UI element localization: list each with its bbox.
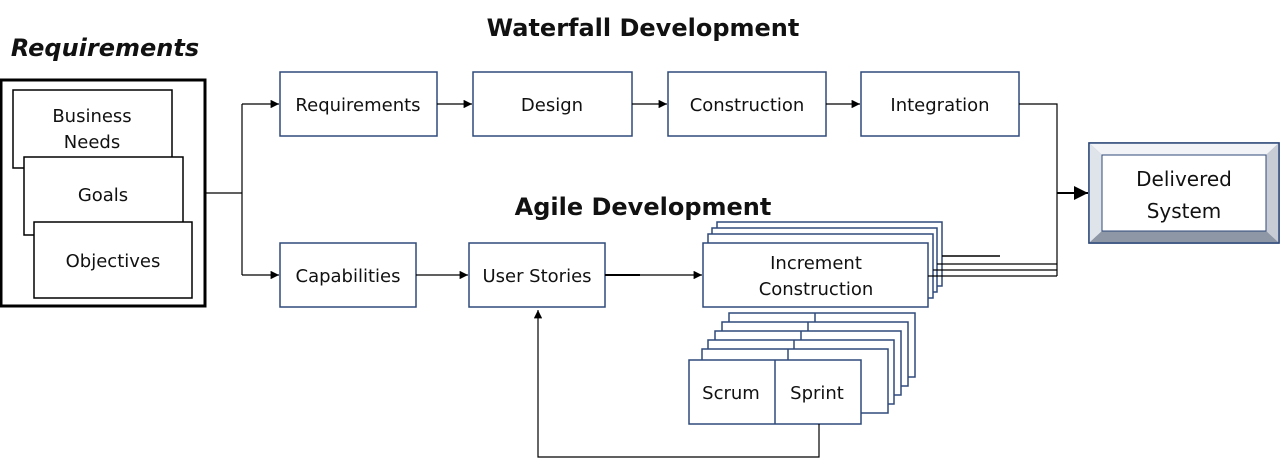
wf-requirements-label: Requirements: [295, 95, 420, 116]
split-connector: [205, 104, 243, 275]
business-needs-card: [12, 89, 173, 169]
wf-design-label: Design: [521, 95, 583, 116]
sprint-label: Sprint: [790, 383, 844, 404]
requirements-heading: Requirements: [11, 34, 199, 62]
user-stories-label: User Stories: [482, 266, 591, 287]
wf-construction-box: [667, 71, 827, 137]
business-needs-label-line1: Business: [52, 106, 131, 127]
wf-integration-box: [860, 71, 1020, 137]
delivered-label-line2: System: [1147, 199, 1222, 223]
business-needs-label-line2: Needs: [64, 132, 120, 153]
delivered-label-line1: Delivered: [1136, 167, 1232, 191]
capabilities-label: Capabilities: [296, 266, 401, 287]
increment-to-delivered-lines: [928, 193, 1058, 277]
capabilities-box: [279, 242, 417, 308]
user-stories-box: [468, 242, 606, 308]
agile-title: Agile Development: [515, 193, 772, 221]
wf-integration-label: Integration: [890, 95, 989, 116]
goals-label: Goals: [78, 185, 128, 206]
scrum-label: Scrum: [702, 383, 760, 404]
increment-label-line1: Increment: [770, 253, 862, 274]
objectives-label: Objectives: [66, 251, 161, 272]
integration-connector: [1019, 103, 1058, 193]
wf-design-box: [472, 71, 633, 137]
delivered-system-box: [1088, 142, 1280, 244]
increment-stack: [702, 221, 943, 308]
scrum-sprint-stack: [688, 312, 916, 425]
waterfall-title: Waterfall Development: [487, 14, 800, 42]
increment-label-line2: Construction: [759, 279, 874, 300]
feedback-loop-arrow: [533, 310, 820, 458]
wf-construction-label: Construction: [690, 95, 805, 116]
objectives-card: [33, 221, 193, 299]
